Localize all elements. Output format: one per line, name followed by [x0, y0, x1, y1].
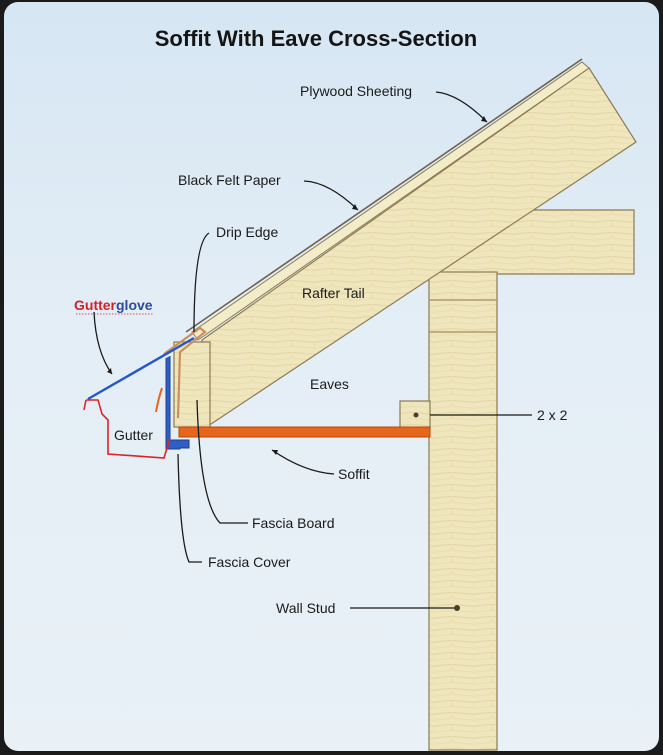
gutter-guard-part — [87, 336, 195, 401]
diagram-title: Soffit With Eave Cross-Section — [155, 26, 478, 51]
label-gutter: Gutter — [114, 427, 153, 443]
leader-fascia-cover — [177, 453, 202, 563]
leader-soffit — [271, 449, 335, 475]
leader-fascia-board — [196, 399, 248, 524]
gutterglove-logo: Gutterglove — [74, 297, 154, 315]
label-soffit: Soffit — [338, 466, 370, 482]
leader-plywood-sheeting — [435, 91, 488, 123]
label-drip-edge: Drip Edge — [216, 224, 278, 240]
leader-black-felt-paper — [303, 180, 359, 211]
label-eaves: Eaves — [310, 376, 349, 392]
fascia-cover-part — [165, 356, 190, 450]
brand-name-red: Gutter — [74, 297, 117, 313]
drip-edge-part — [163, 326, 207, 419]
label-plywood-sheeting: Plywood Sheeting — [300, 83, 412, 99]
black-felt-paper-part — [185, 58, 583, 333]
leader-drip-edge — [193, 232, 210, 333]
plywood-sheeting-part — [191, 61, 590, 341]
svg-text:Gutterglove: Gutterglove — [74, 297, 153, 313]
label-fascia-board: Fascia Board — [252, 515, 334, 531]
label-wall-stud: Wall Stud — [276, 600, 335, 616]
label-two-by-two: 2 x 2 — [537, 407, 568, 423]
label-black-felt-paper: Black Felt Paper — [178, 172, 281, 188]
label-fascia-cover: Fascia Cover — [208, 554, 291, 570]
diagram-frame: Soffit With Eave Cross-Section Gutterglo… — [4, 2, 659, 751]
brand-name-blue: glove — [116, 297, 153, 313]
wall-stud-part — [428, 271, 498, 751]
leader-gutterglove — [93, 311, 113, 375]
gutter-part — [86, 399, 171, 459]
soffit-part — [178, 426, 431, 438]
eave-cross-section-diagram: Soffit With Eave Cross-Section Gutterglo… — [74, 26, 637, 751]
label-rafter-tail: Rafter Tail — [302, 285, 365, 301]
